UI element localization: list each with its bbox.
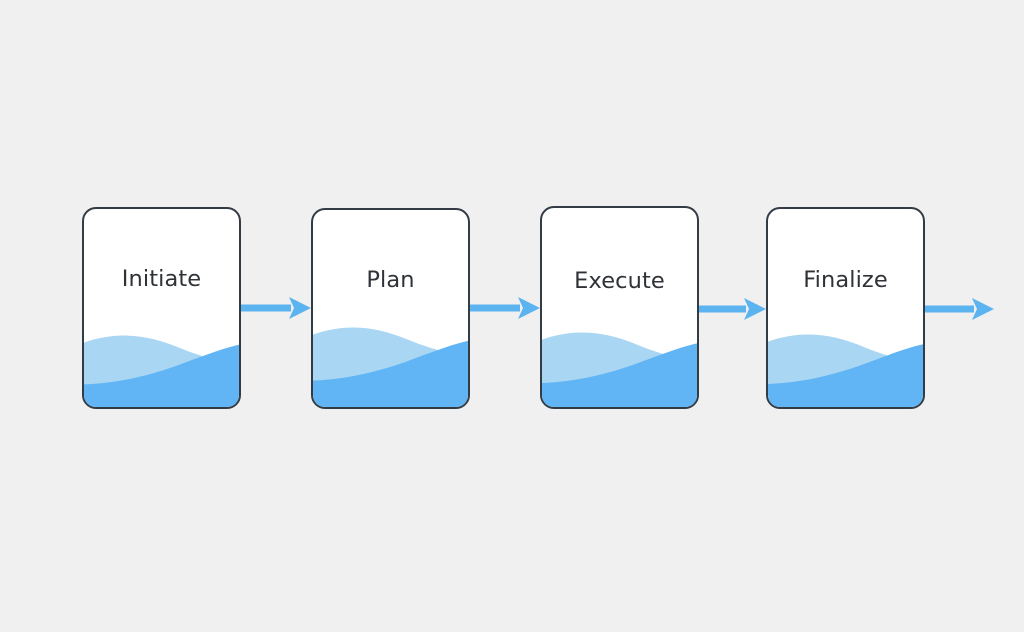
process-node-execute[interactable] [540,206,699,409]
wave-front-layer [542,343,697,407]
process-node-label-finalize: Finalize [803,267,888,293]
process-node-label-initiate: Initiate [121,266,202,292]
wave-front-layer [313,340,468,407]
arrow-head [518,297,540,319]
water-fill-finalize [768,334,923,407]
arrow-shaft [470,304,520,312]
wave-front-layer [84,344,239,407]
flow-arrow-icon-finalize-to-next [925,298,994,320]
process-node-plan[interactable] [311,208,470,409]
arrow-head [289,297,311,319]
process-node-finalize[interactable] [766,207,925,409]
arrow-head [972,298,994,320]
process-node-initiate[interactable] [82,207,241,409]
arrow-shaft [925,305,974,313]
water-fill-execute [542,332,697,407]
arrow-head [744,298,766,320]
wave-front-layer [768,344,923,407]
water-fill-plan [313,327,468,407]
water-fill-initiate [84,335,239,407]
flow-arrow-icon-execute-to-finalize [699,298,766,320]
arrow-shaft [241,304,291,312]
arrow-shaft [699,305,746,313]
flow-arrow-icon-initiate-to-plan [241,297,311,319]
process-node-label-execute: Execute [574,268,665,294]
flow-arrow-icon-plan-to-execute [470,297,540,319]
process-node-label-plan: Plan [366,267,415,293]
